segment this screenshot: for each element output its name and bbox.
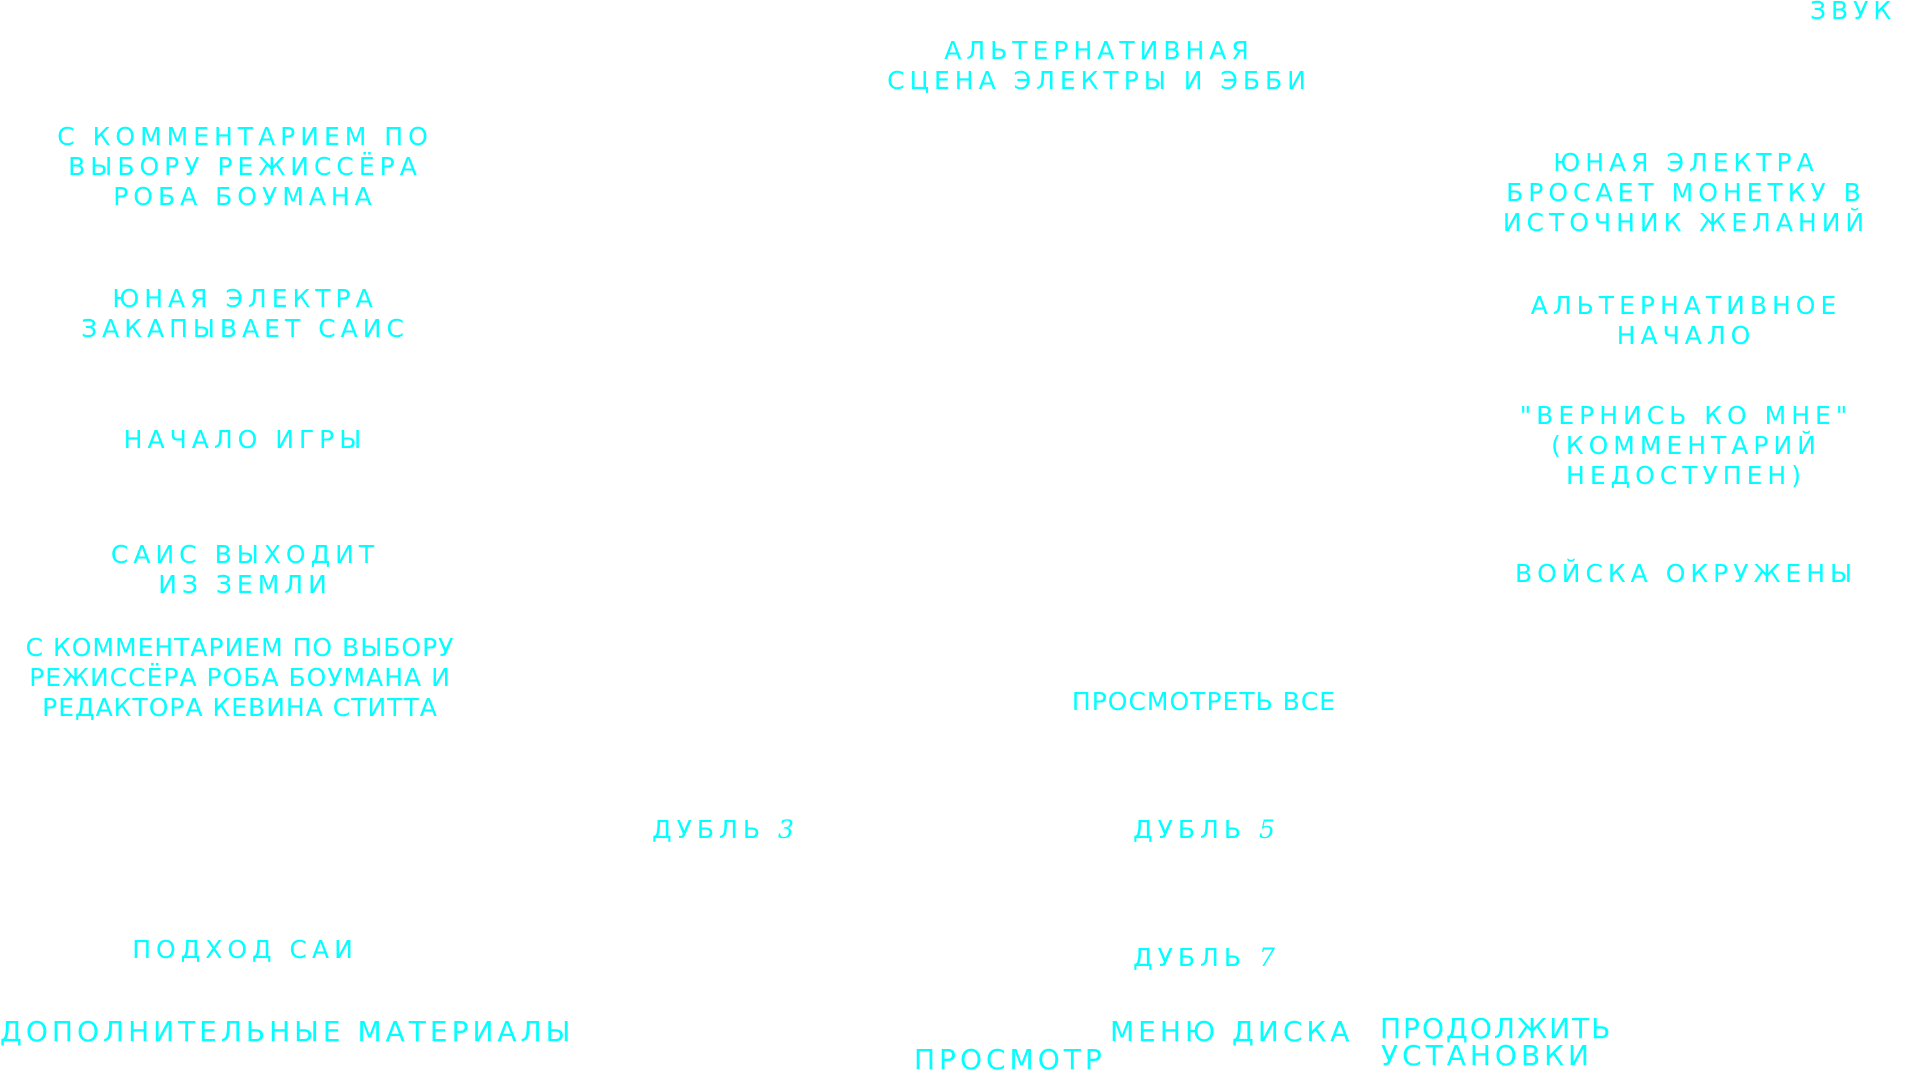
take-5-link[interactable]: ДУБЛЬ 5 [1133,815,1275,845]
alt-scene-line: АЛЬТЕРНАТИВНАЯ [944,36,1254,65]
young-elektra-buries-line: ЮНАЯ ЭЛЕКТРА [112,284,378,313]
troops-surrounded-link[interactable]: ВОЙСКА ОКРУЖЕНЫ [1514,559,1858,588]
disc-menu-button[interactable]: МЕНЮ ДИСКА [1110,1015,1354,1048]
take-label: ДУБЛЬ [1133,815,1247,844]
view-all-link[interactable]: ПРОСМОТРЕТЬ ВСЕ [1071,687,1337,716]
director-editor-commentary-link[interactable]: С КОММЕНТАРИЕМ ПО ВЫБОРУ РЕЖИССЁРА РОБА … [26,633,455,723]
sais-rises-link[interactable]: САИС ВЫХОДИТ ИЗ ЗЕМЛИ [111,540,379,600]
alt-beginning-link[interactable]: АЛЬТЕРНАТИВНОЕ НАЧАЛО [1531,291,1842,351]
sais-rises-line: САИС ВЫХОДИТ [110,540,380,569]
take-number: 5 [1258,815,1275,844]
director-commentary-line: РОБА БОУМАНА [113,182,377,211]
take-label: ДУБЛЬ [652,815,766,844]
director-editor-line: РЕЖИССЁРА РОБА БОУМАНА И [29,663,451,692]
come-back-line: "ВЕРНИСЬ КО МНЕ" [1519,401,1853,430]
alt-scene-elektra-abby-link[interactable]: АЛЬТЕРНАТИВНАЯ СЦЕНА ЭЛЕКТРЫ И ЭББИ [887,36,1311,96]
young-elektra-coin-line: ЮНАЯ ЭЛЕКТРА [1553,148,1819,177]
director-commentary-line: С КОММЕНТАРИЕМ ПО [57,122,433,151]
young-elektra-coin-link[interactable]: ЮНАЯ ЭЛЕКТРА БРОСАЕТ МОНЕТКУ В ИСТОЧНИК … [1503,148,1869,238]
take-3-link[interactable]: ДУБЛЬ 3 [652,815,794,845]
continue-button[interactable]: ПРОДОЛЖИТЬ [1380,1012,1613,1045]
sai-approach-link[interactable]: ПОДХОД САИ [132,935,358,964]
director-commentary-line: ВЫБОРУ РЕЖИССЁРА [68,152,422,181]
director-commentary-link[interactable]: С КОММЕНТАРИЕМ ПО ВЫБОРУ РЕЖИССЁРА РОБА … [57,122,433,212]
take-label: ДУБЛЬ [1133,943,1247,972]
play-button[interactable]: ПРОСМОТР [914,1043,1106,1076]
sound-link[interactable]: ЗВУК [1810,0,1897,25]
alt-beginning-line: НАЧАЛО [1616,321,1756,350]
come-back-link[interactable]: "ВЕРНИСЬ КО МНЕ" (КОММЕНТАРИЙ НЕДОСТУПЕН… [1520,401,1853,491]
alt-beginning-line: АЛЬТЕРНАТИВНОЕ [1530,291,1842,320]
setup-button[interactable]: УСТАНОВКИ [1381,1039,1593,1072]
young-elektra-buries-line: ЗАКАПЫВАЕТ САИС [81,314,409,343]
young-elektra-coin-line: БРОСАЕТ МОНЕТКУ В [1506,178,1866,207]
come-back-line: НЕДОСТУПЕН) [1566,461,1806,490]
game-start-link[interactable]: НАЧАЛО ИГРЫ [123,425,367,454]
take-7-link[interactable]: ДУБЛЬ 7 [1133,943,1275,973]
young-elektra-coin-line: ИСТОЧНИК ЖЕЛАНИЙ [1502,208,1870,237]
alt-scene-line: СЦЕНА ЭЛЕКТРЫ И ЭББИ [887,66,1311,95]
director-editor-line: РЕДАКТОРА КЕВИНА СТИТТА [42,693,438,722]
director-editor-line: С КОММЕНТАРИЕМ ПО ВЫБОРУ [25,633,455,662]
extras-button[interactable]: ДОПОЛНИТЕЛЬНЫЕ МАТЕРИАЛЫ [0,1015,575,1048]
young-elektra-buries-sais-link[interactable]: ЮНАЯ ЭЛЕКТРА ЗАКАПЫВАЕТ САИС [81,284,409,344]
come-back-line: (КОММЕНТАРИЙ [1551,431,1821,460]
sais-rises-line: ИЗ ЗЕМЛИ [158,570,332,599]
take-number: 7 [1258,943,1275,972]
take-number: 3 [777,815,794,844]
